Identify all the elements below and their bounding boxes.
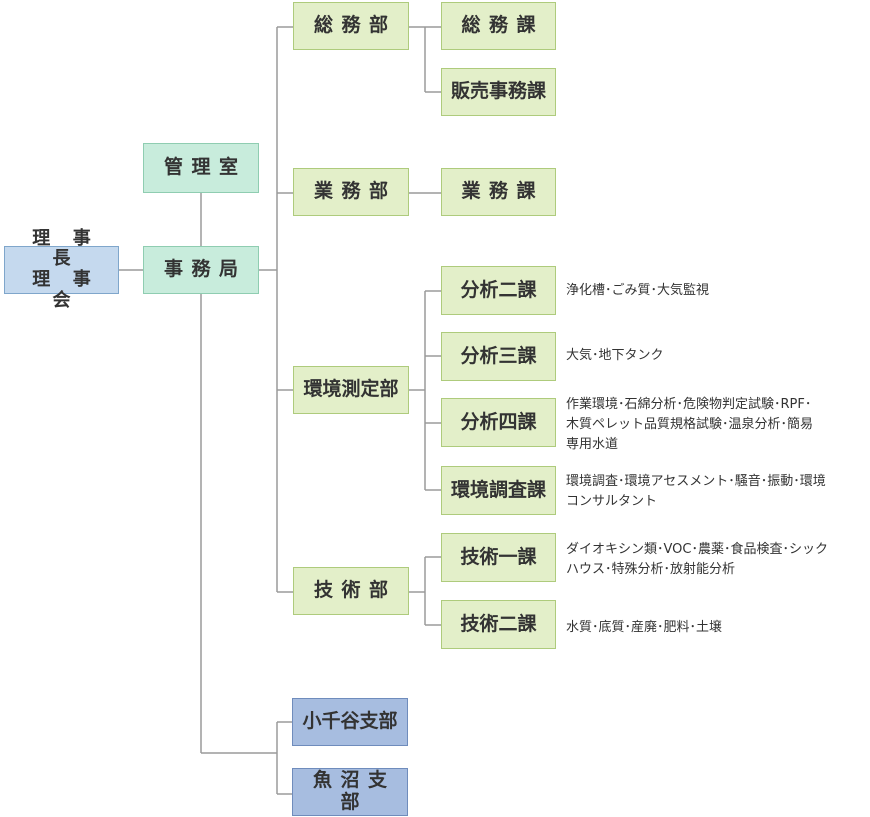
general-affairs-section-box: 総務課 [441, 2, 556, 50]
tech-1-note: ダイオキシン類･VOC･農薬･食品検査･シック ハウス･特殊分析･放射能分析 [566, 540, 828, 580]
analysis-4-note: 作業環境･石綿分析･危険物判定試験･RPF･ 木質ペレット品質規格試験･温泉分析… [566, 395, 813, 455]
analysis-4-note-line: 作業環境･石綿分析･危険物判定試験･RPF･ [566, 397, 812, 412]
uonuma-branch-box: 魚沼支部 [292, 768, 408, 816]
tech-2-section-box: 技術二課 [441, 600, 556, 649]
general-affairs-dept-box: 総務部 [293, 2, 409, 50]
ojiya-branch-box: 小千谷支部 [292, 698, 408, 746]
tech-1-note-line: ダイオキシン類･VOC･農薬･食品検査･シック [566, 542, 828, 557]
analysis-2-note: 浄化槽･ごみ質･大気監視 [566, 283, 710, 298]
chairman-label: 理 事 長 [32, 227, 99, 270]
tech-1-note-line: ハウス･特殊分析･放射能分析 [566, 562, 736, 577]
business-dept-box: 業務部 [293, 168, 409, 216]
environmental-measurement-dept-box: 環境測定部 [293, 366, 409, 414]
tech-1-section-box: 技術一課 [441, 533, 556, 582]
tech-2-note: 水質･底質･産廃･肥料･土壌 [566, 620, 723, 635]
technical-dept-box: 技術部 [293, 567, 409, 615]
business-section-box: 業務課 [441, 168, 556, 216]
board-chairman-box: 理 事 長 理 事 会 [4, 228, 119, 311]
env-survey-note-line: 環境調査･環境アセスメント･騒音･振動･環境 [566, 474, 826, 489]
analysis-4-note-line: 専用水道 [566, 437, 619, 452]
env-survey-note: 環境調査･環境アセスメント･騒音･振動･環境 コンサルタント [566, 472, 826, 512]
board-label: 理 事 会 [32, 269, 99, 311]
env-survey-section-box: 環境調査課 [441, 466, 556, 515]
analysis-4-note-line: 木質ペレット品質規格試験･温泉分析･簡易 [566, 417, 814, 432]
analysis-4-section-box: 分析四課 [441, 398, 556, 447]
analysis-3-note: 大気･地下タンク [566, 348, 664, 363]
sales-admin-section-box: 販売事務課 [441, 68, 556, 116]
env-survey-note-line: コンサルタント [566, 494, 658, 509]
secretariat-box: 事務局 [143, 246, 259, 294]
analysis-3-section-box: 分析三課 [441, 332, 556, 381]
management-office-box: 管理室 [143, 143, 259, 193]
analysis-2-section-box: 分析二課 [441, 266, 556, 315]
